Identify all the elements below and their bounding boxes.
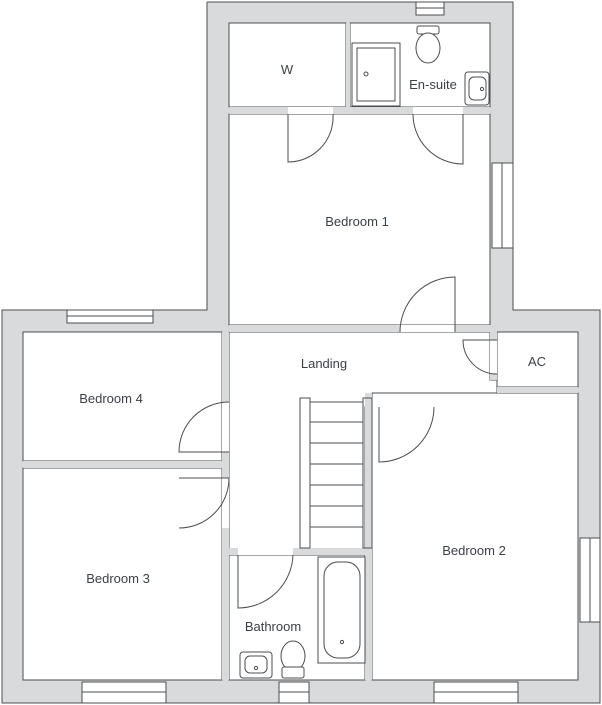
bedroom3-room [22, 467, 223, 681]
bedroom2-label: Bedroom 2 [442, 543, 506, 558]
room-labels: W En-suite Bedroom 1 Landing AC Bedroom … [79, 62, 546, 634]
door-swings [178, 113, 498, 609]
bedroom3-label: Bedroom 3 [86, 571, 150, 586]
bedroom2-room [371, 392, 579, 681]
windows [66, 1, 601, 704]
bathroom-fixtures [239, 556, 366, 679]
staircase [299, 397, 373, 549]
bedroom4-label: Bedroom 4 [79, 391, 143, 406]
landing-label: Landing [301, 356, 347, 371]
bedroom1-label: Bedroom 1 [325, 214, 389, 229]
ac-label: AC [528, 354, 546, 369]
door-openings [222, 107, 497, 555]
ensuite-fixtures [351, 25, 490, 107]
wardrobe-label: W [281, 62, 294, 77]
bathroom-label: Bathroom [245, 619, 301, 634]
ensuite-label: En-suite [409, 77, 457, 92]
bedroom1-room [228, 113, 491, 326]
